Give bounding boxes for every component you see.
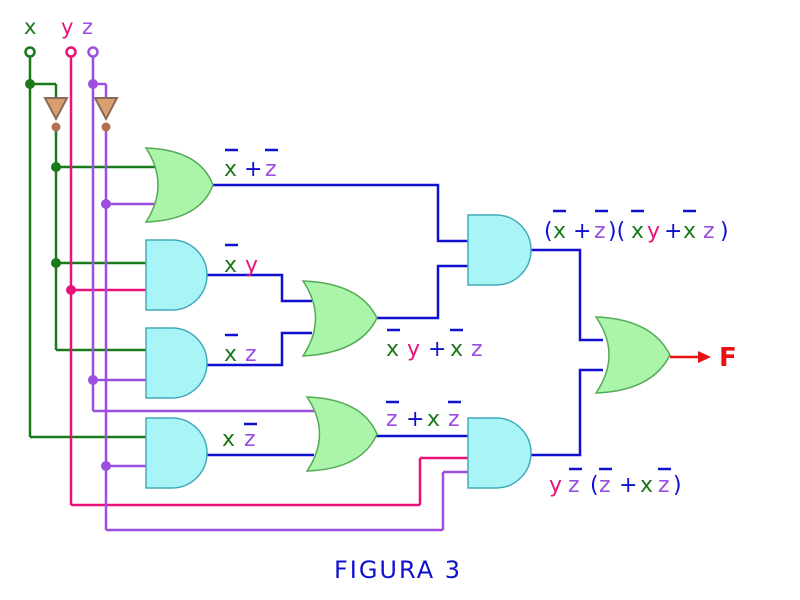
y-input-terminal [65, 46, 77, 58]
svg-text:x: x [450, 337, 463, 362]
svg-text:z: z [448, 407, 460, 432]
or-gate-final [594, 316, 671, 394]
and-gate-bottom [467, 417, 532, 489]
and-gate-x-zbar [145, 417, 208, 489]
or-gate-middle [301, 280, 378, 357]
expr-zbar-plus-x-zbar: z + x z [386, 400, 461, 432]
svg-text:x: x [222, 427, 235, 452]
x-input-terminal [24, 46, 36, 58]
z-input-wires [91, 56, 468, 532]
internal-wires [207, 183, 603, 457]
z-input-label: z [82, 15, 93, 39]
svg-text:y: y [245, 253, 258, 278]
or-gate-xbar-zbar [144, 147, 214, 223]
svg-text:): ) [673, 473, 682, 498]
and-gate-xbar-z [145, 327, 208, 399]
svg-text:y: y [647, 219, 660, 244]
svg-text:z: z [471, 337, 483, 362]
svg-text:+: + [619, 473, 637, 498]
output-arrow [670, 351, 711, 363]
svg-text:(: ( [590, 473, 599, 498]
svg-text:z: z [245, 342, 257, 367]
svg-text:+: + [664, 219, 682, 244]
svg-text:y: y [549, 473, 562, 498]
not-gate-z [93, 97, 119, 132]
svg-text:)(: )( [608, 219, 625, 244]
svg-text:x: x [224, 157, 237, 182]
or-gate-low [305, 396, 378, 472]
svg-text:z: z [386, 407, 398, 432]
svg-text:+: + [244, 157, 262, 182]
svg-text:z: z [244, 427, 256, 452]
expr-x-zbar: x z [222, 422, 257, 452]
svg-text:+: + [406, 407, 424, 432]
svg-text:x: x [386, 337, 399, 362]
svg-text:z: z [703, 219, 715, 244]
svg-text:x: x [683, 219, 696, 244]
svg-text:+: + [428, 337, 446, 362]
svg-text:z: z [568, 473, 580, 498]
svg-text:x: x [224, 253, 237, 278]
svg-text:x: x [427, 407, 440, 432]
svg-text:+: + [573, 219, 591, 244]
svg-text:z: z [594, 219, 606, 244]
svg-text:x: x [224, 342, 237, 367]
svg-text:x: x [553, 219, 566, 244]
svg-text:): ) [720, 219, 729, 244]
svg-text:x: x [640, 473, 653, 498]
junction-dots [25, 79, 111, 471]
y-input-label: y [61, 15, 73, 39]
y-input-wires [69, 56, 468, 507]
svg-text:y: y [407, 337, 420, 362]
expr-bottom-and-output: y z ( z + x z ) [549, 467, 682, 498]
svg-text:z: z [658, 473, 670, 498]
svg-text:(: ( [544, 219, 553, 244]
svg-text:z: z [599, 473, 611, 498]
expr-xbar-plus-zbar: x + z [224, 148, 278, 182]
z-input-terminal [87, 46, 99, 58]
x-input-label: x [24, 15, 36, 39]
not-gate-x [43, 97, 69, 132]
and-gate-xbar-y [145, 239, 208, 311]
expr-top-and-output: ( x + z )( x y + x z ) [544, 209, 729, 244]
and-gate-top [467, 214, 532, 286]
figure-caption: FIGURA 3 [334, 556, 462, 584]
expr-xbar-z: x z [224, 333, 257, 367]
output-label-f: F [719, 343, 737, 373]
expr-xbar-y: x y [224, 243, 258, 278]
svg-text:x: x [631, 219, 644, 244]
expr-xbar-y-plus-xbar-z: x y + x z [386, 328, 483, 362]
svg-text:z: z [265, 157, 277, 182]
